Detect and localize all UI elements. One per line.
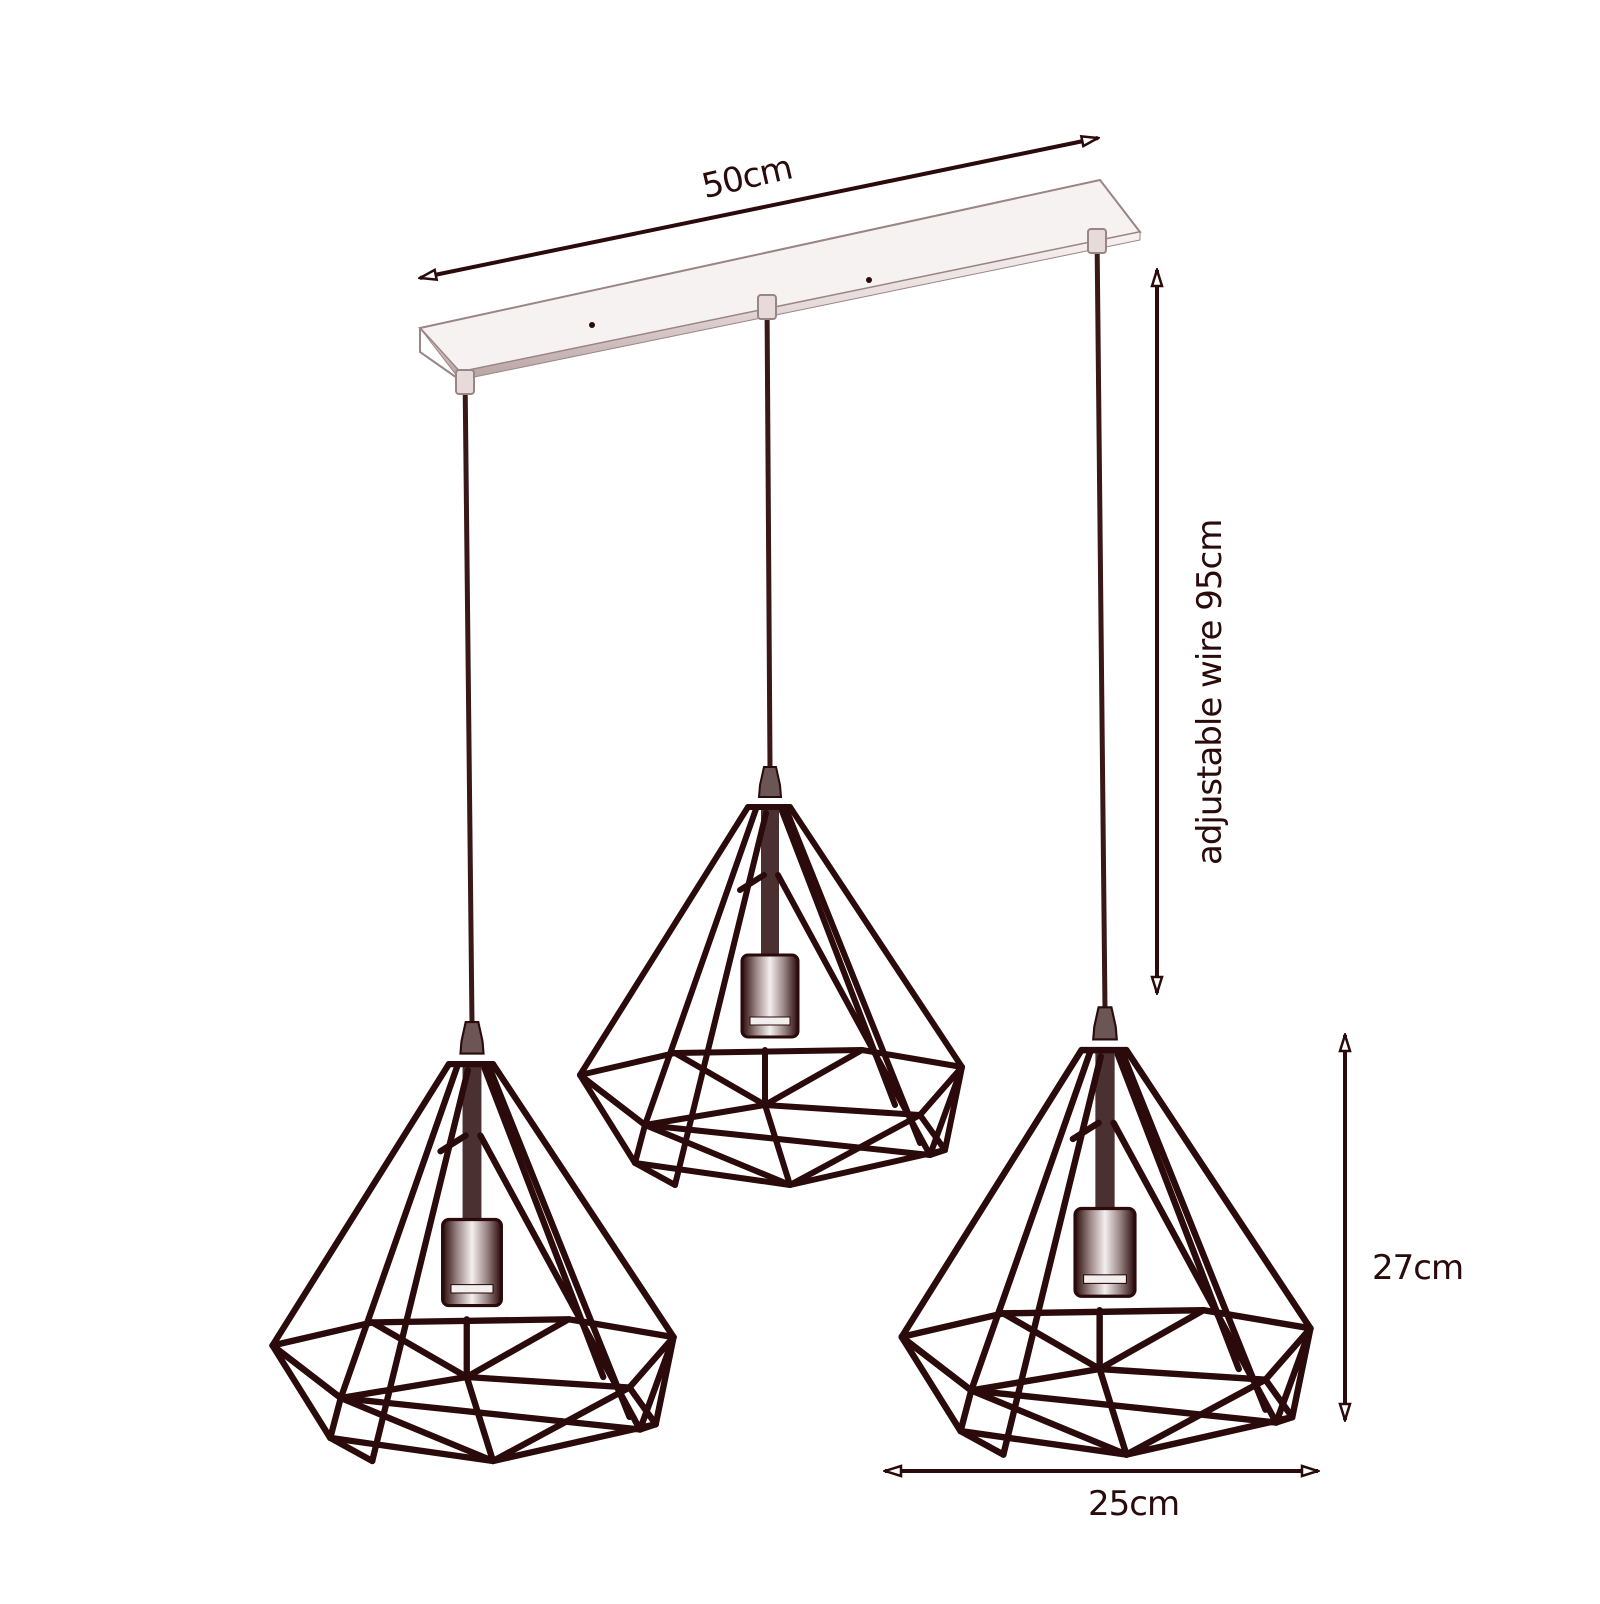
shade-diameter-label: 25cm xyxy=(1088,1484,1180,1524)
shade-height-label: 27cm xyxy=(1372,1248,1464,1288)
wire-length-label: adjustable wire 95cm xyxy=(1190,519,1230,865)
pendant-shades xyxy=(273,767,1311,1461)
dimension-lines xyxy=(420,138,1345,1471)
pendant-shade-middle xyxy=(580,767,962,1185)
canopy-bar xyxy=(418,178,1142,381)
pendant-cords xyxy=(462,233,1108,1025)
pendant-shade-left xyxy=(273,1022,674,1461)
canopy-width-arrow xyxy=(420,138,1098,278)
